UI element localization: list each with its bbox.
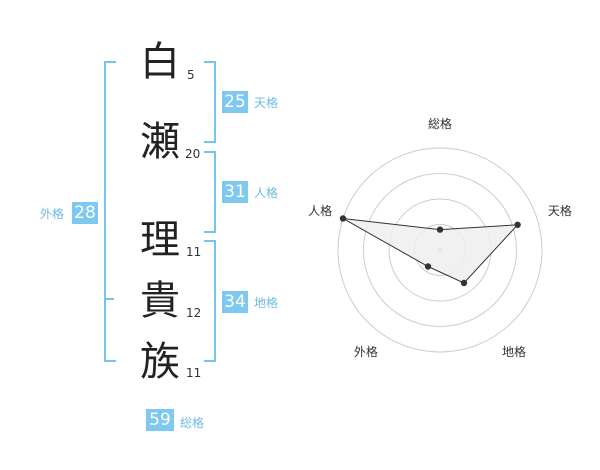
radar-point [424,263,432,270]
chikaku-label: 地格 [254,296,279,310]
radar-point [339,215,347,222]
name-char-1: 白 [140,39,180,85]
stroke-count-1: 5 [187,68,195,82]
radar-axis-label: 総格 [428,116,452,131]
soukaku-label: 総格 [180,416,205,430]
stroke-count-3: 11 [186,245,202,259]
chikaku-value-badge: 34 [222,291,248,313]
radar-axis-label: 天格 [548,203,572,218]
radar-point [436,226,444,233]
tenkaku-value-badge: 25 [222,91,248,113]
stroke-count-2: 20 [185,147,201,161]
radar-point [460,279,468,287]
jinkaku-value-badge: 31 [222,181,248,203]
gaikaku-value-badge: 28 [72,202,98,224]
radar-polygon-group [339,215,521,287]
chikaku-bracket [204,240,216,362]
radar-point [514,221,521,228]
radar-grid-ring [337,147,543,353]
name-char-5: 族 [140,339,180,385]
radar-series-polygon [342,217,519,284]
stroke-count-5: 11 [186,366,202,380]
name-char-3: 理 [140,217,180,263]
name-char-4: 貴 [140,278,180,324]
radar-axis-label: 外格 [354,344,378,359]
gaikaku-bracket-divider [104,298,114,300]
soukaku-value-badge: 59 [146,409,174,431]
tenkaku-label: 天格 [254,96,279,110]
tenkaku-bracket [204,61,216,143]
radar-grid [337,147,543,353]
gaikaku-label: 外格 [40,207,65,221]
stroke-count-4: 12 [186,306,202,320]
jinkaku-bracket [204,151,216,233]
radar-grid-ring [363,173,517,327]
radar-axis-label: 地格 [502,344,526,359]
gaikaku-bracket [104,61,116,362]
jinkaku-label: 人格 [254,186,279,200]
radar-axis-label: 人格 [308,203,332,218]
name-char-2: 瀬 [140,119,180,165]
